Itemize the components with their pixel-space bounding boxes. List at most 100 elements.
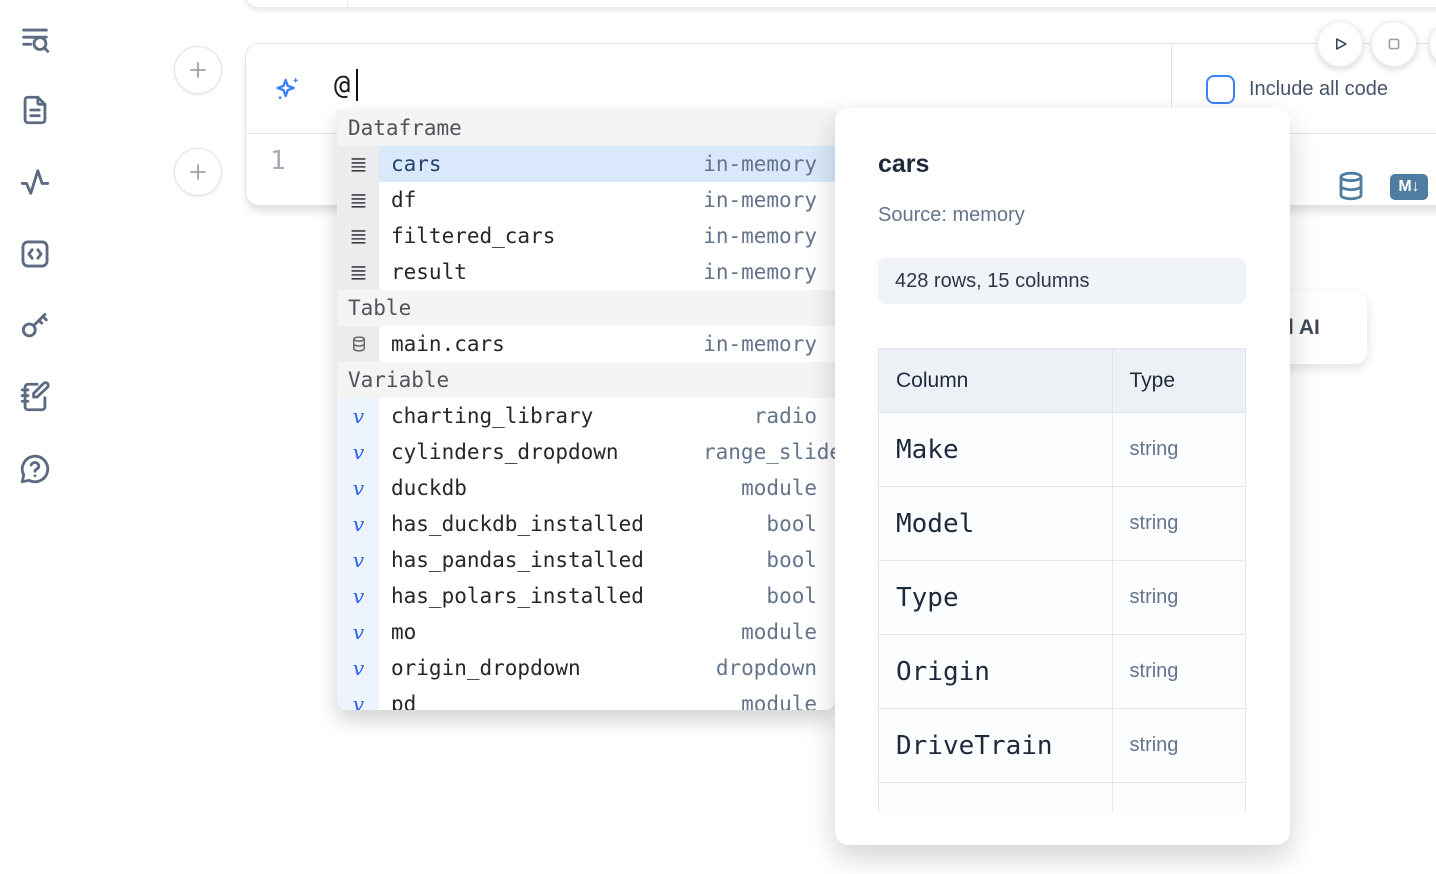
add-cell-button-top[interactable] [174, 46, 222, 94]
autocomplete-item-cars[interactable]: cars in-memory [338, 146, 835, 182]
file-document-icon[interactable] [18, 93, 54, 129]
autocomplete-item-mo[interactable]: v mo module [338, 614, 835, 650]
variable-icon: v [352, 656, 365, 680]
help-chat-icon[interactable] [18, 452, 54, 488]
autocomplete-item-has-polars-installed[interactable]: v has_polars_installed bool [338, 578, 835, 614]
item-type: bool [766, 512, 817, 536]
key-icon[interactable] [18, 308, 54, 344]
item-type: bool [766, 584, 817, 608]
variable-icon: v [352, 476, 365, 500]
item-type: in-memory [703, 260, 817, 284]
item-name: result [391, 260, 467, 284]
item-name: has_polars_installed [391, 584, 644, 608]
include-all-code-label: Include all code [1249, 78, 1388, 100]
text-caret [356, 69, 358, 101]
autocomplete-item-duckdb[interactable]: v duckdb module [338, 470, 835, 506]
item-type: in-memory [703, 332, 817, 356]
item-type: radio [753, 404, 817, 428]
item-name: duckdb [391, 476, 467, 500]
item-name: has_pandas_installed [391, 548, 644, 572]
item-name: mo [391, 620, 417, 644]
preview-schema-table: Column Type Make string Model string Typ… [878, 348, 1246, 812]
column-name-cell: DriveTrain [878, 708, 1113, 783]
variable-icon: v [352, 548, 365, 572]
autocomplete-item-has-pandas-installed[interactable]: v has_pandas_installed bool [338, 542, 835, 578]
column-name-cell: Make [878, 412, 1113, 487]
column-type-cell: string [1111, 486, 1246, 561]
rows-icon [349, 155, 368, 174]
table-row: Model string [878, 486, 1246, 561]
item-name: origin_dropdown [391, 656, 581, 680]
item-name: pd [391, 692, 417, 710]
ai-action-label: l AI [1288, 316, 1320, 339]
column-name-cell: Origin [878, 634, 1113, 709]
autocomplete-item-df[interactable]: df in-memory [338, 182, 835, 218]
ai-prompt-input[interactable]: @ [334, 70, 351, 101]
run-cell-button[interactable] [1317, 21, 1363, 67]
item-name: has_duckdb_installed [391, 512, 644, 536]
autocomplete-item-filtered-cars[interactable]: filtered_cars in-memory [338, 218, 835, 254]
rows-icon [349, 191, 368, 210]
table-row: Origin string [878, 634, 1246, 709]
rows-icon [349, 263, 368, 282]
convert-to-sql-database-icon[interactable] [1335, 170, 1367, 202]
autocomplete-item-origin-dropdown[interactable]: v origin_dropdown dropdown [338, 650, 835, 686]
column-header: Column [878, 348, 1113, 413]
item-type: module [741, 692, 817, 710]
autocomplete-item-result[interactable]: result in-memory [338, 254, 835, 290]
item-name: df [391, 188, 417, 212]
code-snippets-icon[interactable] [18, 237, 54, 273]
sparkles-icon [271, 74, 303, 106]
column-name-cell: Model [878, 486, 1113, 561]
database-icon [350, 335, 368, 353]
table-row: DriveTrain string [878, 708, 1246, 783]
item-type: bool [766, 548, 817, 572]
item-name: filtered_cars [391, 224, 556, 248]
item-type: module [741, 620, 817, 644]
autocomplete-dropdown: Dataframe cars in-memory df in-memory filt… [337, 110, 835, 710]
column-type-cell: string [1111, 634, 1246, 709]
type-header: Type [1111, 348, 1246, 413]
code-editor-row[interactable]: 1 M↓ [246, 134, 1436, 205]
previous-cell [245, 0, 1436, 8]
column-type-cell: string [1111, 560, 1246, 635]
table-row: Make string [878, 412, 1246, 487]
item-type: dropdown [715, 656, 817, 680]
list-search-icon[interactable] [18, 23, 54, 59]
include-all-code-checkbox[interactable] [1206, 75, 1235, 104]
preview-title: cars [878, 150, 930, 178]
stop-button[interactable] [1371, 21, 1417, 67]
item-name: charting_library [391, 404, 594, 428]
section-header-variable: Variable [338, 362, 835, 398]
table-row-clipped [878, 782, 1246, 812]
item-type: range_slider [703, 440, 835, 464]
variable-icon: v [352, 620, 365, 644]
column-type-cell: string [1111, 412, 1246, 487]
section-header-dataframe: Dataframe [338, 110, 835, 146]
item-type: in-memory [703, 224, 817, 248]
activity-icon[interactable] [18, 165, 54, 201]
autocomplete-item-main-cars[interactable]: main.cars in-memory [338, 326, 835, 362]
dataframe-preview-panel: cars Source: memory 428 rows, 15 columns… [835, 108, 1290, 845]
preview-source: Source: memory [878, 204, 1025, 226]
variable-icon: v [352, 584, 365, 608]
item-name: cars [391, 152, 442, 176]
item-type: in-memory [703, 188, 817, 212]
notebook-edit-icon[interactable] [18, 380, 54, 416]
line-number: 1 [270, 146, 286, 176]
item-type: in-memory [703, 152, 817, 176]
item-name: main.cars [391, 332, 505, 356]
preview-shape-badge: 428 rows, 15 columns [878, 258, 1246, 304]
item-type: module [741, 476, 817, 500]
convert-to-markdown-icon[interactable]: M↓ [1390, 174, 1428, 200]
add-cell-button-bottom[interactable] [174, 148, 222, 196]
column-type-cell [1111, 782, 1246, 812]
variable-icon: v [352, 440, 365, 464]
rows-icon [349, 227, 368, 246]
table-row: Type string [878, 560, 1246, 635]
